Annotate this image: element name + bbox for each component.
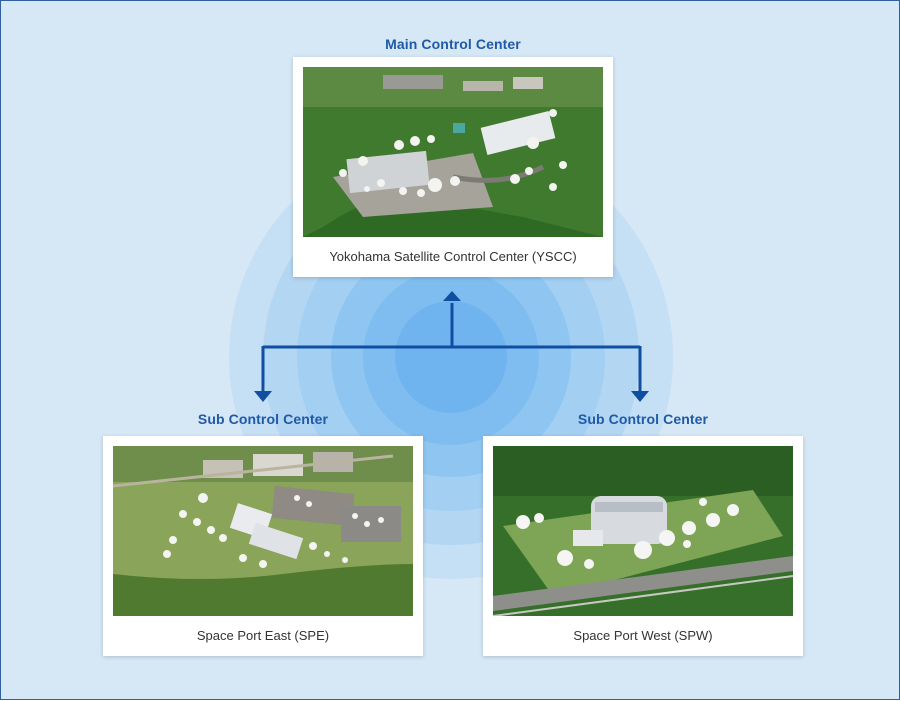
yscc-photo — [303, 67, 603, 237]
ring-core — [395, 301, 507, 413]
main-heading: Main Control Center — [385, 36, 521, 52]
spe-photo — [113, 446, 413, 616]
sub-right-card: Space Port West (SPW) — [483, 436, 803, 656]
sub-right-heading: Sub Control Center — [577, 411, 709, 427]
sub-left-card: Space Port East (SPE) — [103, 436, 423, 656]
sub-left-caption: Space Port East (SPE) — [196, 628, 330, 643]
sub-right-caption: Space Port West (SPW) — [573, 628, 713, 643]
spw-photo — [493, 446, 793, 616]
sub-left-heading: Sub Control Center — [197, 411, 329, 427]
main-card: Yokohama Satellite Control Center (YSCC) — [293, 57, 613, 277]
main-caption: Yokohama Satellite Control Center (YSCC) — [329, 249, 577, 264]
